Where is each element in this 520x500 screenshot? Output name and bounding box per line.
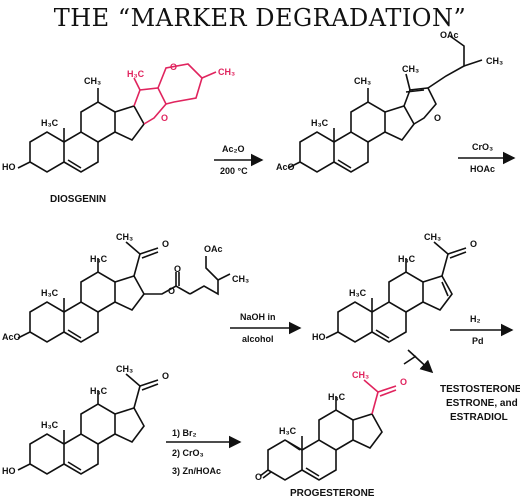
intermediate1-ch3-c-label: CH₃ [354, 76, 371, 86]
intermediate1-ch3-tail-label: CH₃ [486, 56, 503, 66]
ketoester-h3c-a-label: H₃C [41, 288, 59, 298]
intermediate1-o-label: O [434, 113, 441, 123]
diosgenin-o-ring-label: O [170, 62, 177, 72]
pregnenolone-oxo-label: O [162, 371, 169, 381]
hormones-line2: ESTRONE, and [446, 398, 518, 409]
arrow-branch-hormones [407, 349, 434, 374]
progesterone-h3c-c-label: H₃C [328, 392, 346, 402]
ketoester-o-carbonyl-label: O [174, 264, 181, 274]
progesterone-name: PROGESTERONE [290, 488, 375, 499]
intermediate1-oac-label: OAc [440, 30, 459, 40]
progesterone-oxo3-label: O [255, 472, 262, 482]
progesterone-h3c-a-label: H₃C [279, 426, 297, 436]
reagent-step2-line1: CrO₃ [472, 142, 493, 152]
reagent-step5-line1: 1) Br₂ [172, 428, 197, 438]
hormones-line1: TESTOSTERONE, [440, 384, 520, 395]
diosgenin-ho-label: HO [2, 162, 16, 172]
pregnenolone-structure [17, 373, 159, 475]
reagent-step3-line2: alcohol [242, 334, 274, 344]
keto-ester-structure [17, 241, 231, 343]
reagent-step4-line1: H₂ [470, 314, 481, 324]
reagent-step5-line2: 2) CrO₃ [172, 448, 204, 458]
furostadiene-structure [287, 35, 483, 173]
progesterone-ch3-red-label: CH₃ [352, 370, 369, 380]
ketoester-ch3-tail-label: CH₃ [232, 274, 249, 284]
page-title: THE “MARKER DEGRADATION” [53, 4, 467, 32]
ketoester-oac-label: OAc [204, 244, 223, 254]
pregnenolone-ch3-label: CH₃ [116, 364, 133, 374]
reagent-step4-line2: Pd [472, 336, 484, 346]
reagent-step5-line3: 3) Zn/HOAc [172, 466, 221, 476]
reagent-step2-line2: HOAc [470, 164, 495, 174]
dpl-h3c-a-label: H₃C [349, 288, 367, 298]
reagent-step3-line1: NaOH in [240, 312, 276, 322]
diosgenin-o-furan-label: O [161, 113, 168, 123]
pregnenolone-h3c-a-label: H₃C [41, 420, 59, 430]
reagent-step1-line1: Ac₂O [222, 144, 245, 154]
dehydropregnenolone-structure [325, 241, 467, 343]
pregnenolone-ho-label: HO [2, 466, 16, 476]
diosgenin-name: DIOSGENIN [50, 194, 106, 205]
ketoester-oxo-label: O [162, 239, 169, 249]
ketoester-ch3-label: CH₃ [116, 232, 133, 242]
dpl-h3c-c-label: H₃C [398, 254, 416, 264]
diosgenin-ch3-red-label: CH₃ [218, 67, 235, 77]
dpl-oxo-label: O [470, 239, 477, 249]
diosgenin-h3c-red-label: H₃C [127, 69, 145, 79]
ketoester-aco-label: AcO [2, 332, 21, 342]
intermediate1-ch3-label: CH₃ [402, 64, 419, 74]
reagent-step1-line2: 200 °C [220, 166, 248, 176]
diosgenin-ch3-c-label: CH₃ [84, 76, 101, 86]
hormones-line3: ESTRADIOL [450, 412, 508, 423]
intermediate1-h3c-label: H₃C [311, 118, 329, 128]
progesterone-oxo-red-label: O [400, 377, 407, 387]
progesterone-structure [259, 379, 397, 481]
pregnenolone-h3c-c-label: H₃C [90, 386, 108, 396]
ketoester-o-ester-label: O [168, 286, 175, 296]
diosgenin-structure [17, 63, 217, 173]
ketoester-h3c-c-label: H₃C [90, 254, 108, 264]
dpl-ch3-label: CH₃ [424, 232, 441, 242]
intermediate1-aco-label: AcO [276, 162, 295, 172]
diosgenin-h3c-a-label: H₃C [41, 118, 59, 128]
dpl-ho-label: HO [312, 332, 326, 342]
